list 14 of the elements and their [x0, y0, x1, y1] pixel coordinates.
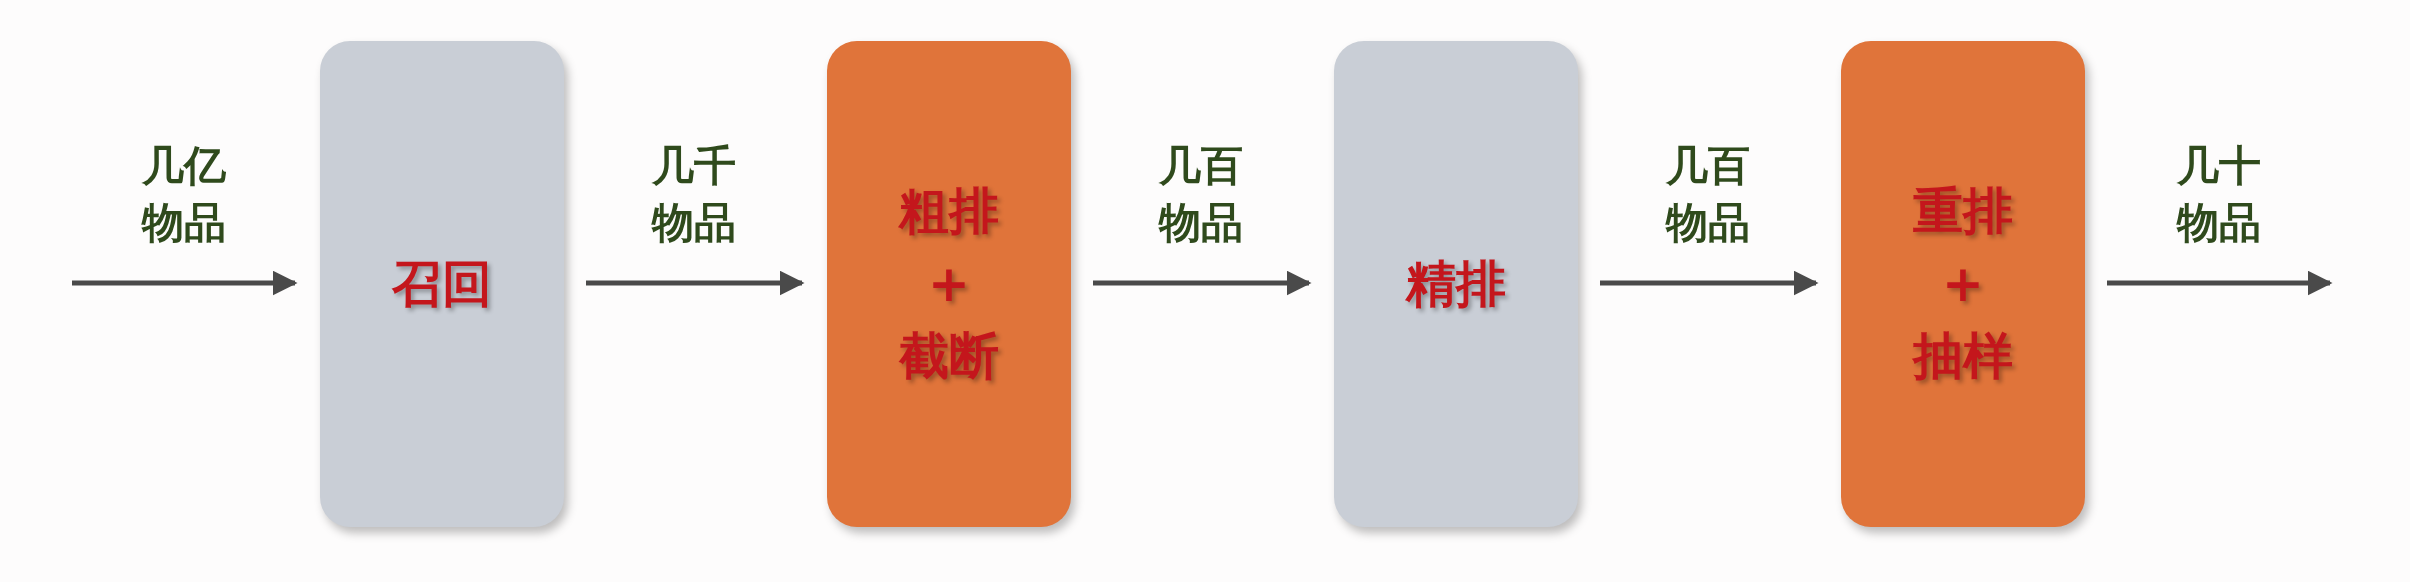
arrow	[586, 270, 805, 296]
edge-label: 几百物品	[1157, 140, 1245, 249]
arrow	[72, 270, 298, 296]
edge-label: 几亿物品	[140, 140, 227, 249]
edge-label: 几十物品	[2175, 140, 2262, 249]
process-box: 精排	[1334, 41, 1578, 527]
arrow	[1093, 270, 1312, 296]
arrow	[2107, 270, 2333, 296]
edge-label: 几百物品	[1664, 140, 1752, 249]
arrow	[1600, 270, 1819, 296]
edge-label: 几千物品	[650, 140, 738, 249]
process-box: 粗排 + 截断	[827, 41, 1071, 527]
process-box: 召回	[320, 41, 564, 527]
process-box: 重排 + 抽样	[1841, 41, 2085, 527]
